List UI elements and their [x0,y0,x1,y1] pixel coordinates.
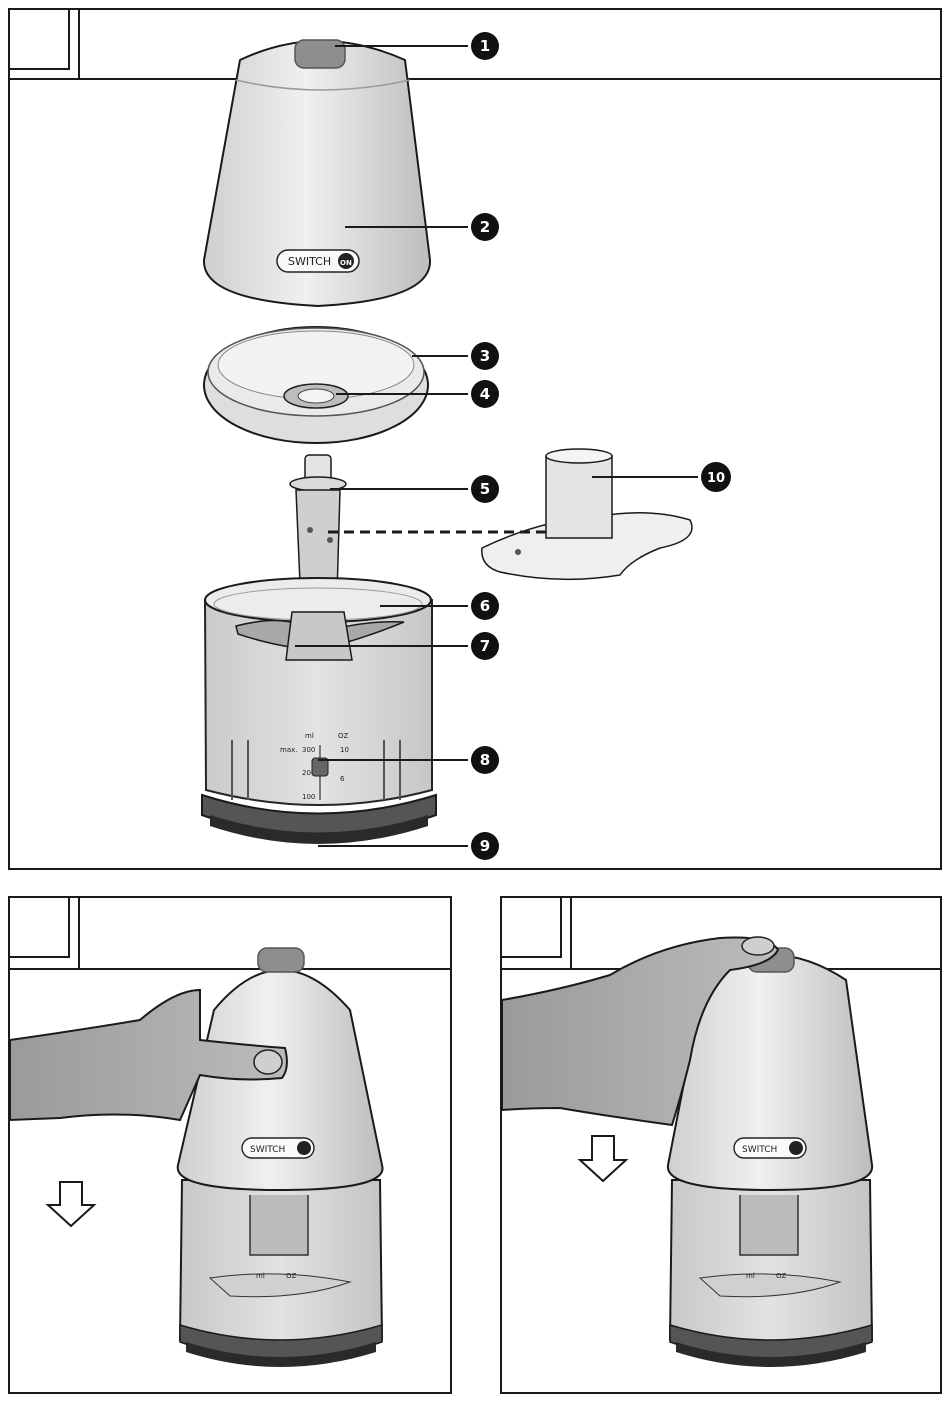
callout-3: 3 [471,342,499,370]
scale-unit-ml: ml [305,732,314,740]
scale-ml-100: 100 [302,793,315,801]
svg-text:1: 1 [480,37,490,55]
svg-text:6: 6 [480,597,490,615]
callout-9: 9 [471,832,499,860]
svg-text:4: 4 [480,385,490,403]
callout-6: 6 [471,592,499,620]
push-down-arrow-icon [580,1136,626,1181]
callout-10: 10 [701,462,731,492]
brand-text: SWITCH [288,255,331,268]
callout-4: 4 [471,380,499,408]
scale-max-label: max. [280,746,297,754]
attachment [482,449,692,579]
callout-7: 7 [471,632,499,660]
brand-suffix: ON [340,259,352,267]
svg-text:7: 7 [480,637,490,655]
callout-1: 1 [471,32,499,60]
svg-text:SWITCH: SWITCH [742,1145,777,1155]
svg-text:5: 5 [480,480,490,498]
lid [204,327,428,443]
power-button [295,40,345,68]
svg-text:OZ: OZ [286,1272,297,1280]
scale-oz-6: 6 [340,775,345,783]
scale-oz-10: 10 [340,746,349,754]
svg-text:8: 8 [480,751,490,769]
svg-text:3: 3 [480,347,490,365]
svg-text:10: 10 [707,471,725,486]
callout-8: 8 [471,746,499,774]
scale-ml-300: 300 [302,746,315,754]
svg-text:ml: ml [746,1272,755,1280]
motor-unit: SWITCH ON [204,40,430,306]
svg-text:9: 9 [480,837,490,855]
callout-5: 5 [471,475,499,503]
chopper-b: SWITCH ml OZ [178,948,383,1367]
brand-logo: SWITCH ON [277,250,359,272]
svg-text:SWITCH: SWITCH [250,1145,285,1155]
scale-unit-oz: OZ [338,732,349,740]
push-down-arrow-icon [48,1182,94,1226]
svg-text:2: 2 [480,218,490,236]
svg-text:OZ: OZ [776,1272,787,1280]
svg-text:ml: ml [256,1272,265,1280]
callout-2: 2 [471,213,499,241]
